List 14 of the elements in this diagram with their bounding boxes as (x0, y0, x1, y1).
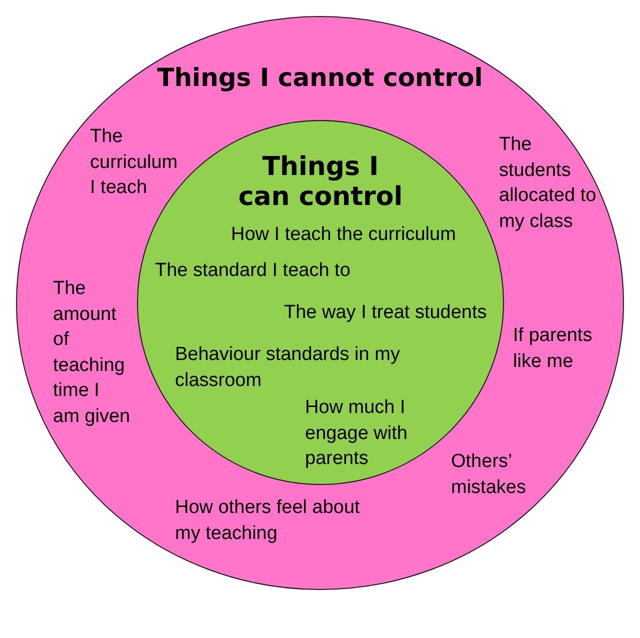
item-text: How I teach the curriculum (231, 223, 456, 247)
item-text: The amount of teaching time I am given (53, 277, 131, 428)
heading: Things I can control (237, 152, 404, 212)
item-text: How much I engage with parents (305, 396, 408, 471)
item-text: The students allocated to my class (499, 133, 598, 234)
item-text: How others feel about my teaching (175, 496, 361, 546)
item-text: The curriculum I teach (90, 125, 179, 200)
outer-circle (16, 16, 624, 590)
item-text: Behaviour standards in my classroom (175, 343, 401, 392)
item-text: The standard I teach to (155, 259, 350, 283)
item-text: The way I treat students (284, 301, 487, 325)
heading: Things I cannot control (157, 63, 483, 93)
item-text: Others’ mistakes (451, 450, 527, 500)
item-text: If parents like me (513, 324, 594, 374)
